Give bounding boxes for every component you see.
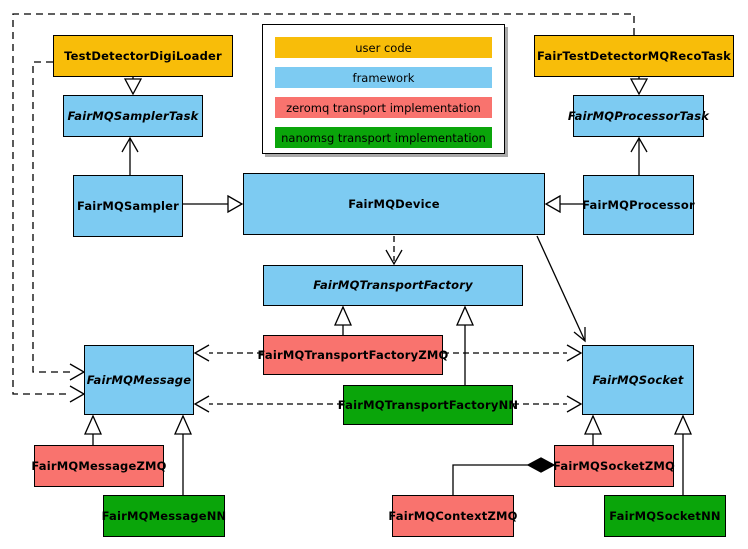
edge-factorynn-factory (455, 305, 475, 385)
class-label: FairTestDetectorMQRecoTask (537, 48, 731, 63)
class-box-fairmqsocketnn: FairMQSocketNN (604, 495, 726, 537)
class-box-fairmqmessagezmq: FairMQMessageZMQ (31, 445, 167, 487)
class-box-fairmqcontextzmq: FairMQContextZMQ (388, 495, 517, 537)
legend-item-framework: framework (275, 67, 492, 88)
edge-contextzmq-socketzmq (452, 457, 556, 495)
class-box-fairmqmessage: FairMQMessage (84, 345, 194, 415)
legend-label: framework (352, 70, 415, 85)
class-box-fairmqtransportfactorynn: FairMQTransportFactoryNN (338, 385, 518, 425)
class-box-fairtestdetectormqrecotask: FairTestDetectorMQRecoTask (534, 35, 734, 77)
class-box-testdetectordigiloader: TestDetectorDigiLoader (53, 35, 233, 77)
class-box-fairmqdevice: FairMQDevice (243, 173, 545, 235)
edge-factoryzmq-factory (333, 305, 353, 335)
legend-label: user code (355, 40, 412, 55)
edge-messagezmq-message (83, 414, 103, 445)
legend-label: zeromq transport implementation (286, 100, 481, 115)
class-box-fairmqmessagenn: FairMQMessageNN (101, 495, 227, 537)
edge-sampler-device (183, 194, 244, 214)
class-label: FairMQTransportFactoryNN (337, 397, 519, 412)
edge-device-socket (536, 235, 586, 343)
edge-factorynn-message (193, 395, 343, 413)
class-label: FairMQContextZMQ (388, 508, 518, 523)
class-label: FairMQTransportFactory (313, 278, 473, 293)
edge-recotask-processortask (629, 77, 649, 96)
edge-sampler-samplertask (121, 136, 139, 175)
class-label: FairMQDevice (348, 196, 440, 211)
edge-factoryzmq-message (193, 344, 263, 362)
class-label: FairMQSocket (592, 372, 684, 387)
legend-item-nanomsg: nanomsg transport implementation (275, 127, 492, 148)
class-label: FairMQSocketZMQ (553, 458, 675, 473)
class-label: FairMQMessageNN (101, 508, 227, 523)
edge-messagenn-message (173, 414, 193, 495)
class-label: FairMQSampler (76, 198, 180, 213)
edge-processor-processortask (630, 136, 648, 175)
class-label: FairMQSamplerTask (67, 108, 199, 123)
edge-digiloader-samplertask (123, 77, 143, 96)
class-label: FairMQSocketNN (609, 508, 721, 523)
class-label: FairMQProcessorTask (567, 108, 710, 123)
class-box-fairmqsocketzmq: FairMQSocketZMQ (553, 445, 675, 487)
edge-socketzmq-socket (583, 414, 603, 445)
class-box-fairmqprocessor: FairMQProcessor (582, 175, 695, 235)
legend-item-zeromq: zeromq transport implementation (275, 97, 492, 118)
class-label: FairMQProcessor (582, 197, 695, 212)
class-label: FairMQMessageZMQ (31, 458, 167, 473)
class-box-fairmqsampler: FairMQSampler (73, 175, 183, 237)
class-box-fairmqtransportfactory: FairMQTransportFactory (263, 265, 523, 306)
class-box-fairmqprocessortask: FairMQProcessorTask (568, 95, 709, 137)
legend-label: nanomsg transport implementation (281, 130, 486, 145)
class-label: TestDetectorDigiLoader (64, 48, 222, 63)
legend-item-user-code: user code (275, 37, 492, 58)
class-box-fairmqsamplertask: FairMQSamplerTask (63, 95, 203, 137)
edge-processor-device (544, 194, 583, 214)
edge-device-factory (385, 236, 403, 266)
class-box-fairmqtransportfactoryzmq: FairMQTransportFactoryZMQ (258, 335, 448, 375)
edge-factoryzmq-socket (443, 344, 583, 362)
legend: user code framework zeromq transport imp… (262, 24, 505, 154)
class-label: FairMQTransportFactoryZMQ (257, 347, 449, 362)
edge-socketnn-socket (673, 414, 693, 495)
class-label: FairMQMessage (86, 372, 192, 387)
edge-factorynn-socket (513, 395, 583, 413)
class-box-fairmqsocket: FairMQSocket (582, 345, 694, 415)
